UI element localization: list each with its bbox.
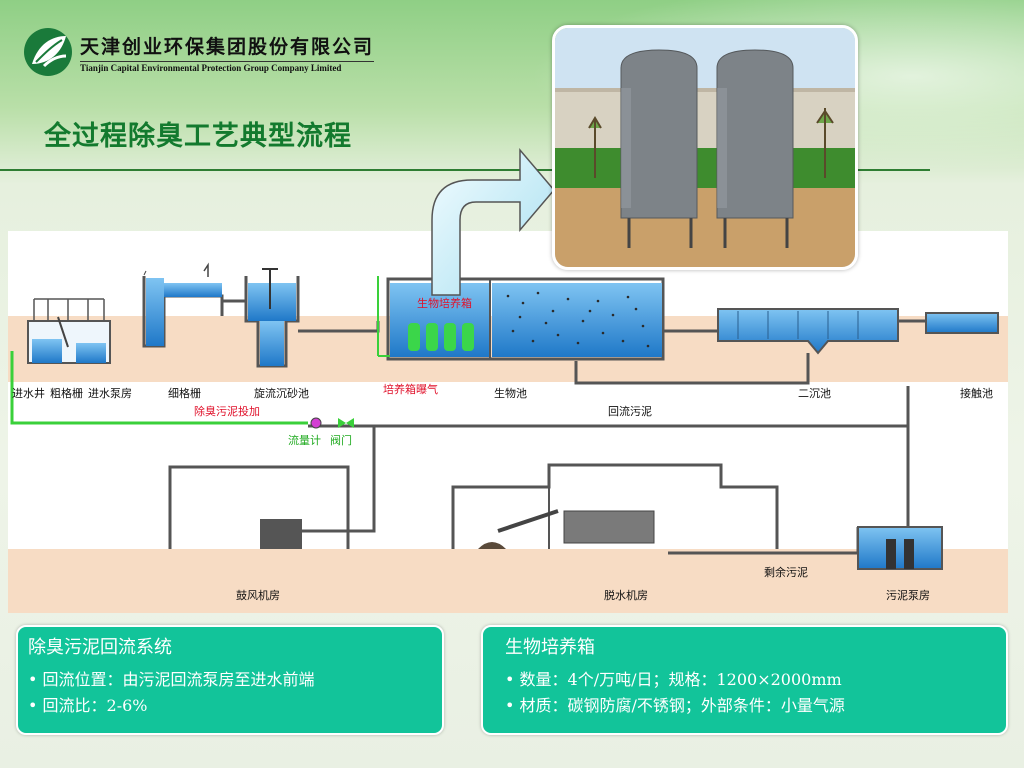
blower-room-structure [168, 426, 376, 549]
label-secondary-clarifier: 二沉池 [798, 387, 831, 400]
flow-arrow-icon [431, 147, 555, 296]
fine-screen-structure [142, 262, 224, 348]
label-grit-chamber: 旋流沉砂池 [254, 386, 309, 400]
label-return-sludge: 回流污泥 [608, 404, 652, 418]
info-item: 材质：碳钢防腐/不锈钢；外部条件：小量气源 [505, 693, 996, 719]
label-flow-meter: 流量计 [288, 433, 321, 447]
label-bio-tank: 生物池 [494, 386, 527, 400]
dewatering-room-structure [451, 463, 860, 555]
info-box-sludge-return: 除臭污泥回流系统 回流位置：由污泥回流泵房至进水前端 回流比：2-6% [16, 625, 444, 735]
label-culture-box: 生物培养箱 [417, 296, 472, 310]
intake-structure [27, 298, 111, 364]
sludge-pump-room-structure [857, 526, 943, 570]
info-item: 回流比：2-6% [28, 693, 432, 719]
label-excess-sludge: 剩余污泥 [764, 565, 808, 579]
company-name-en: Tianjin Capital Environmental Protection… [80, 60, 375, 73]
process-flow-diagram: 进水井 粗格栅 进水泵房 细格栅 旋流沉砂池 培养箱曝气 生物池 二沉池 接触池… [8, 231, 1008, 613]
label-culture-box-aeration: 培养箱曝气 [383, 382, 438, 396]
contact-tank-structure [898, 312, 999, 334]
tank-photo-image [555, 28, 855, 267]
page-title: 全过程除臭工艺典型流程 [44, 121, 352, 152]
label-blower-room: 鼓风机房 [236, 588, 280, 602]
info-box-title: 生物培养箱 [505, 637, 595, 658]
leaf-logo-icon [24, 28, 72, 76]
secondary-clarifier-structure [663, 308, 899, 355]
label-intake-well: 进水井 [12, 386, 45, 400]
label-intake-pump-house: 进水泵房 [88, 387, 132, 400]
culture-tank-photo [552, 25, 858, 270]
label-fine-screen: 细格栅 [168, 386, 201, 400]
info-item: 数量：4个/万吨/日；规格：1200×2000mm [505, 667, 996, 693]
info-box-title: 除臭污泥回流系统 [28, 637, 172, 658]
label-contact-tank: 接触池 [960, 386, 993, 400]
label-sludge-pump-room: 污泥泵房 [886, 589, 930, 602]
title-divider [0, 169, 930, 171]
grit-chamber-structure [222, 268, 300, 368]
info-box-culture-box: 生物培养箱 数量：4个/万吨/日；规格：1200×2000mm 材质：碳钢防腐/… [481, 625, 1008, 735]
info-item: 回流位置：由污泥回流泵房至进水前端 [28, 667, 432, 693]
label-deodor-sludge-dosing: 除臭污泥投加 [194, 404, 260, 418]
company-name-cn: 天津创业环保集团股份有限公司 [80, 35, 375, 58]
label-dewatering-room: 脱水机房 [604, 588, 648, 602]
label-coarse-screen: 粗格栅 [50, 386, 83, 400]
company-logo: 天津创业环保集团股份有限公司 Tianjin Capital Environme… [22, 26, 375, 78]
label-valve: 阀门 [330, 433, 352, 447]
